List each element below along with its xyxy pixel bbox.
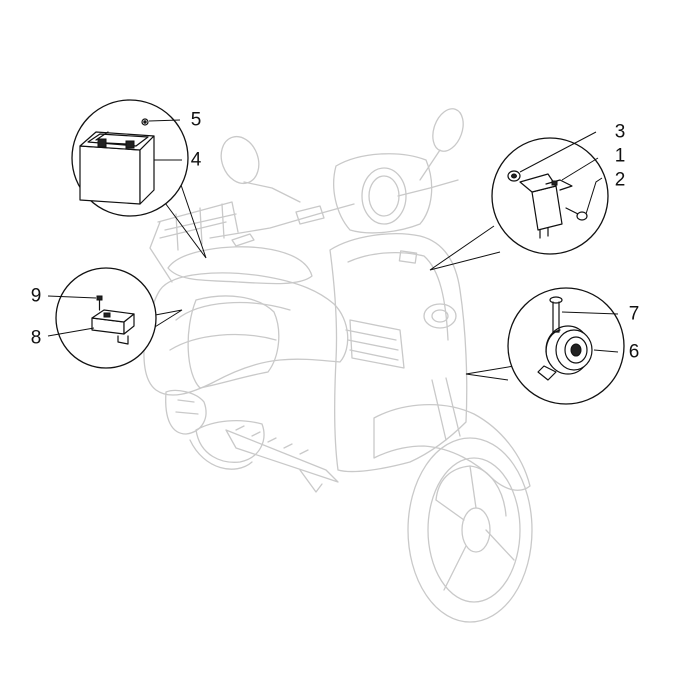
horn-bubble-pointer — [465, 365, 515, 381]
battery-screw — [141, 118, 149, 126]
relay-screw — [565, 207, 588, 221]
leader-5 — [148, 119, 181, 122]
left-mirror-outline — [220, 135, 260, 185]
front-shield-outline — [329, 233, 468, 473]
callout-2: 2 — [615, 170, 626, 191]
front-wheel-outline — [407, 437, 533, 623]
callout-5: 5 — [191, 110, 202, 131]
relay-nut — [507, 170, 521, 182]
horn-part — [537, 325, 593, 381]
callout-6: 6 — [629, 342, 640, 363]
floorboard-outline — [225, 429, 339, 483]
battery-part — [79, 131, 155, 205]
leader-7 — [561, 311, 619, 315]
callout-3: 3 — [615, 122, 626, 143]
headset-outline — [333, 153, 433, 234]
relay-part — [519, 173, 573, 239]
relay-bubble-pointer — [429, 225, 501, 271]
callout-9: 9 — [31, 286, 42, 307]
leader-8 — [47, 327, 95, 337]
horn-bolt — [549, 296, 563, 333]
leader-3 — [519, 131, 597, 173]
leader-1 — [561, 157, 599, 181]
leader-2 — [585, 177, 603, 215]
rear-wheel-outline — [189, 439, 253, 470]
relay-bubble — [429, 131, 609, 271]
seat-outline — [167, 246, 313, 285]
right-mirror-outline — [432, 108, 464, 152]
scooter-outline — [143, 108, 533, 623]
callout-7: 7 — [629, 304, 640, 325]
speedometer-outline — [361, 167, 407, 225]
callout-8: 8 — [31, 328, 42, 349]
battery-bubble — [71, 99, 207, 259]
control-unit-screw — [96, 295, 103, 311]
control-unit-part — [91, 309, 135, 345]
handlebar-outline — [209, 179, 459, 239]
control-unit-bubble — [47, 267, 183, 369]
leader-9 — [47, 295, 97, 299]
horn-bubble — [465, 287, 625, 405]
control-unit-bubble-pointer — [149, 309, 183, 331]
leader-6 — [593, 349, 619, 353]
callout-4: 4 — [191, 150, 202, 171]
front-fender-outline — [373, 403, 531, 491]
battery-bubble-pointer — [147, 179, 207, 259]
callout-1: 1 — [615, 146, 626, 167]
